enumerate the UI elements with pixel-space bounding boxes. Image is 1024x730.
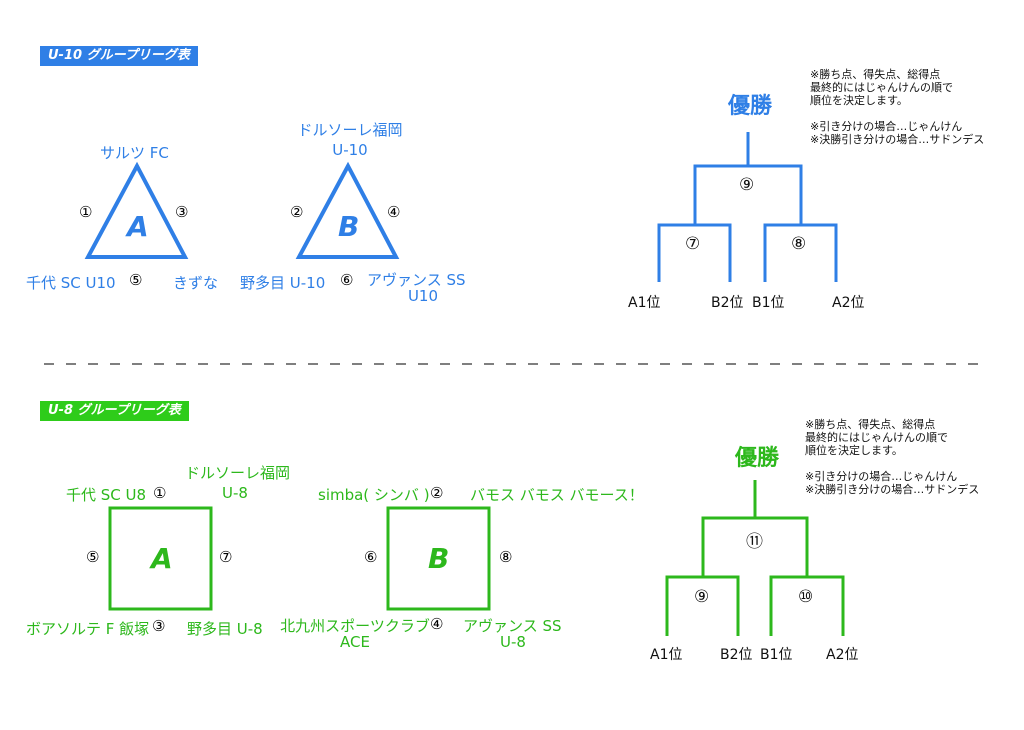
u8-a-match-bottom: ③ bbox=[152, 617, 166, 635]
u10-seed-b2: B2位 bbox=[711, 295, 744, 311]
u10-note-1: ※勝ち点、得失点、総得点 bbox=[810, 68, 941, 81]
u8-a-match-left: ⑤ bbox=[86, 548, 100, 566]
u8-group-b-letter: B bbox=[428, 542, 450, 575]
u10-note-4 bbox=[810, 107, 984, 120]
u10-champion-title: 優勝 bbox=[728, 94, 773, 119]
u10-a-team-bottom-right: きずな bbox=[173, 274, 219, 292]
u10-section-header: U-10 グループリーグ表 bbox=[40, 46, 198, 66]
u10-a-team-bottom-left: 千代 SC U10 bbox=[26, 274, 116, 292]
u8-square-b bbox=[386, 506, 491, 611]
u10-a-match-left: ① bbox=[79, 203, 93, 221]
u8-b-team-bottom-right-line1: アヴァンス SS bbox=[463, 617, 562, 635]
u8-bracket-lines bbox=[665, 480, 845, 636]
u8-b-team-top-right: バモス バモス バモース！ bbox=[470, 486, 644, 504]
u10-b-match-bottom: ⑥ bbox=[340, 271, 354, 289]
u8-seed-a1: A1位 bbox=[650, 647, 683, 663]
u8-seed-b1: B1位 bbox=[760, 647, 793, 663]
u10-group-a-letter: A bbox=[127, 210, 149, 243]
u10-a-team-top: サルツ FC bbox=[100, 144, 169, 162]
u8-a-match-right: ⑦ bbox=[219, 548, 233, 566]
u8-note-4 bbox=[805, 457, 979, 470]
u10-b-team-top-line1: ドルソーレ福岡 bbox=[297, 121, 403, 139]
u8-b-team-top-left: simba( シンバ ) bbox=[318, 486, 430, 504]
u8-b-team-bottom-left-line1: 北九州スポーツクラブ bbox=[280, 617, 430, 635]
u10-seed-a2: A2位 bbox=[832, 295, 865, 311]
u8-seed-b2: B2位 bbox=[720, 647, 753, 663]
u10-semi-right-match: ⑧ bbox=[791, 234, 807, 254]
u8-a-team-top-left: 千代 SC U8 bbox=[66, 486, 147, 504]
u8-a-team-top-right-line2: U-8 bbox=[222, 484, 248, 502]
u8-a-team-bottom-left: ボアソルテ F 飯塚 bbox=[26, 620, 150, 638]
u10-bracket-lines bbox=[657, 132, 838, 282]
u10-semi-left-match: ⑦ bbox=[685, 234, 701, 254]
u10-note-5: ※引き分けの場合…じゃんけん bbox=[810, 120, 963, 133]
u10-b-team-top-line2: U-10 bbox=[332, 141, 368, 159]
u8-b-team-bottom-left-line2: ACE bbox=[340, 633, 370, 651]
u8-note-6: ※決勝引き分けの場合…サドンデス bbox=[805, 483, 980, 496]
u8-b-team-bottom-left: 北九州スポーツクラブ ACE bbox=[280, 618, 430, 650]
u8-rules-notes: ※勝ち点、得失点、総得点 最終的にはじゃんけんの順で 順位を決定します。 ※引き… bbox=[805, 418, 979, 496]
u8-a-team-top-right: ドルソーレ福岡 U-8 bbox=[185, 464, 291, 502]
u8-b-match-bottom: ④ bbox=[430, 615, 444, 633]
u8-a-team-top-right-line1: ドルソーレ福岡 bbox=[185, 464, 291, 482]
u8-b-team-bottom-right: アヴァンス SS U-8 bbox=[463, 618, 563, 650]
u8-semi-left-match: ⑨ bbox=[694, 587, 710, 607]
u8-square-a bbox=[108, 506, 213, 611]
u10-b-team-bottom-right-line1: アヴァンス SS bbox=[367, 271, 466, 289]
u10-a-match-bottom: ⑤ bbox=[129, 271, 143, 289]
u8-note-1: ※勝ち点、得失点、総得点 bbox=[805, 418, 936, 431]
u8-a-match-top: ① bbox=[153, 484, 167, 502]
u10-b-match-left: ② bbox=[290, 203, 304, 221]
u10-final-match: ⑨ bbox=[739, 175, 755, 195]
u10-group-b-letter: B bbox=[338, 210, 360, 243]
u8-note-2: 最終的にはじゃんけんの順で bbox=[805, 431, 948, 444]
u10-seed-a1: A1位 bbox=[628, 295, 661, 311]
u10-seed-b1: B1位 bbox=[752, 295, 785, 311]
u8-seed-a2: A2位 bbox=[826, 647, 859, 663]
u8-semi-right-match: ⑩ bbox=[798, 587, 814, 607]
u8-section-header: U-8 グループリーグ表 bbox=[40, 401, 189, 421]
u10-rules-notes: ※勝ち点、得失点、総得点 最終的にはじゃんけんの順で 順位を決定します。 ※引き… bbox=[810, 68, 984, 146]
u8-final-match: ⑪ bbox=[746, 532, 763, 552]
u10-b-match-right: ④ bbox=[387, 203, 401, 221]
u10-triangle-a bbox=[84, 161, 189, 259]
u10-triangle-b bbox=[295, 161, 400, 259]
u8-group-a-letter: A bbox=[151, 542, 173, 575]
u8-b-match-left: ⑥ bbox=[364, 548, 378, 566]
u10-b-team-top: ドルソーレ福岡 U-10 bbox=[282, 122, 418, 158]
u10-b-team-bottom-right-line2: U10 bbox=[407, 287, 439, 305]
u8-b-team-bottom-right-line2: U-8 bbox=[500, 633, 526, 651]
u10-a-match-right: ③ bbox=[175, 203, 189, 221]
u10-note-6: ※決勝引き分けの場合…サドンデス bbox=[810, 133, 985, 146]
u8-b-match-top: ② bbox=[430, 484, 444, 502]
u8-champion-title: 優勝 bbox=[735, 446, 780, 471]
u10-b-team-bottom-right: アヴァンス SS U10 bbox=[367, 272, 479, 304]
u10-b-team-bottom-left: 野多目 U-10 bbox=[240, 274, 326, 292]
u10-note-3: 順位を決定します。 bbox=[810, 94, 908, 107]
u8-note-5: ※引き分けの場合…じゃんけん bbox=[805, 470, 958, 483]
u8-note-3: 順位を決定します。 bbox=[805, 444, 903, 457]
u8-a-team-bottom-right: 野多目 U-8 bbox=[187, 620, 263, 638]
u8-b-match-right: ⑧ bbox=[499, 548, 513, 566]
u10-note-2: 最終的にはじゃんけんの順で bbox=[810, 81, 953, 94]
